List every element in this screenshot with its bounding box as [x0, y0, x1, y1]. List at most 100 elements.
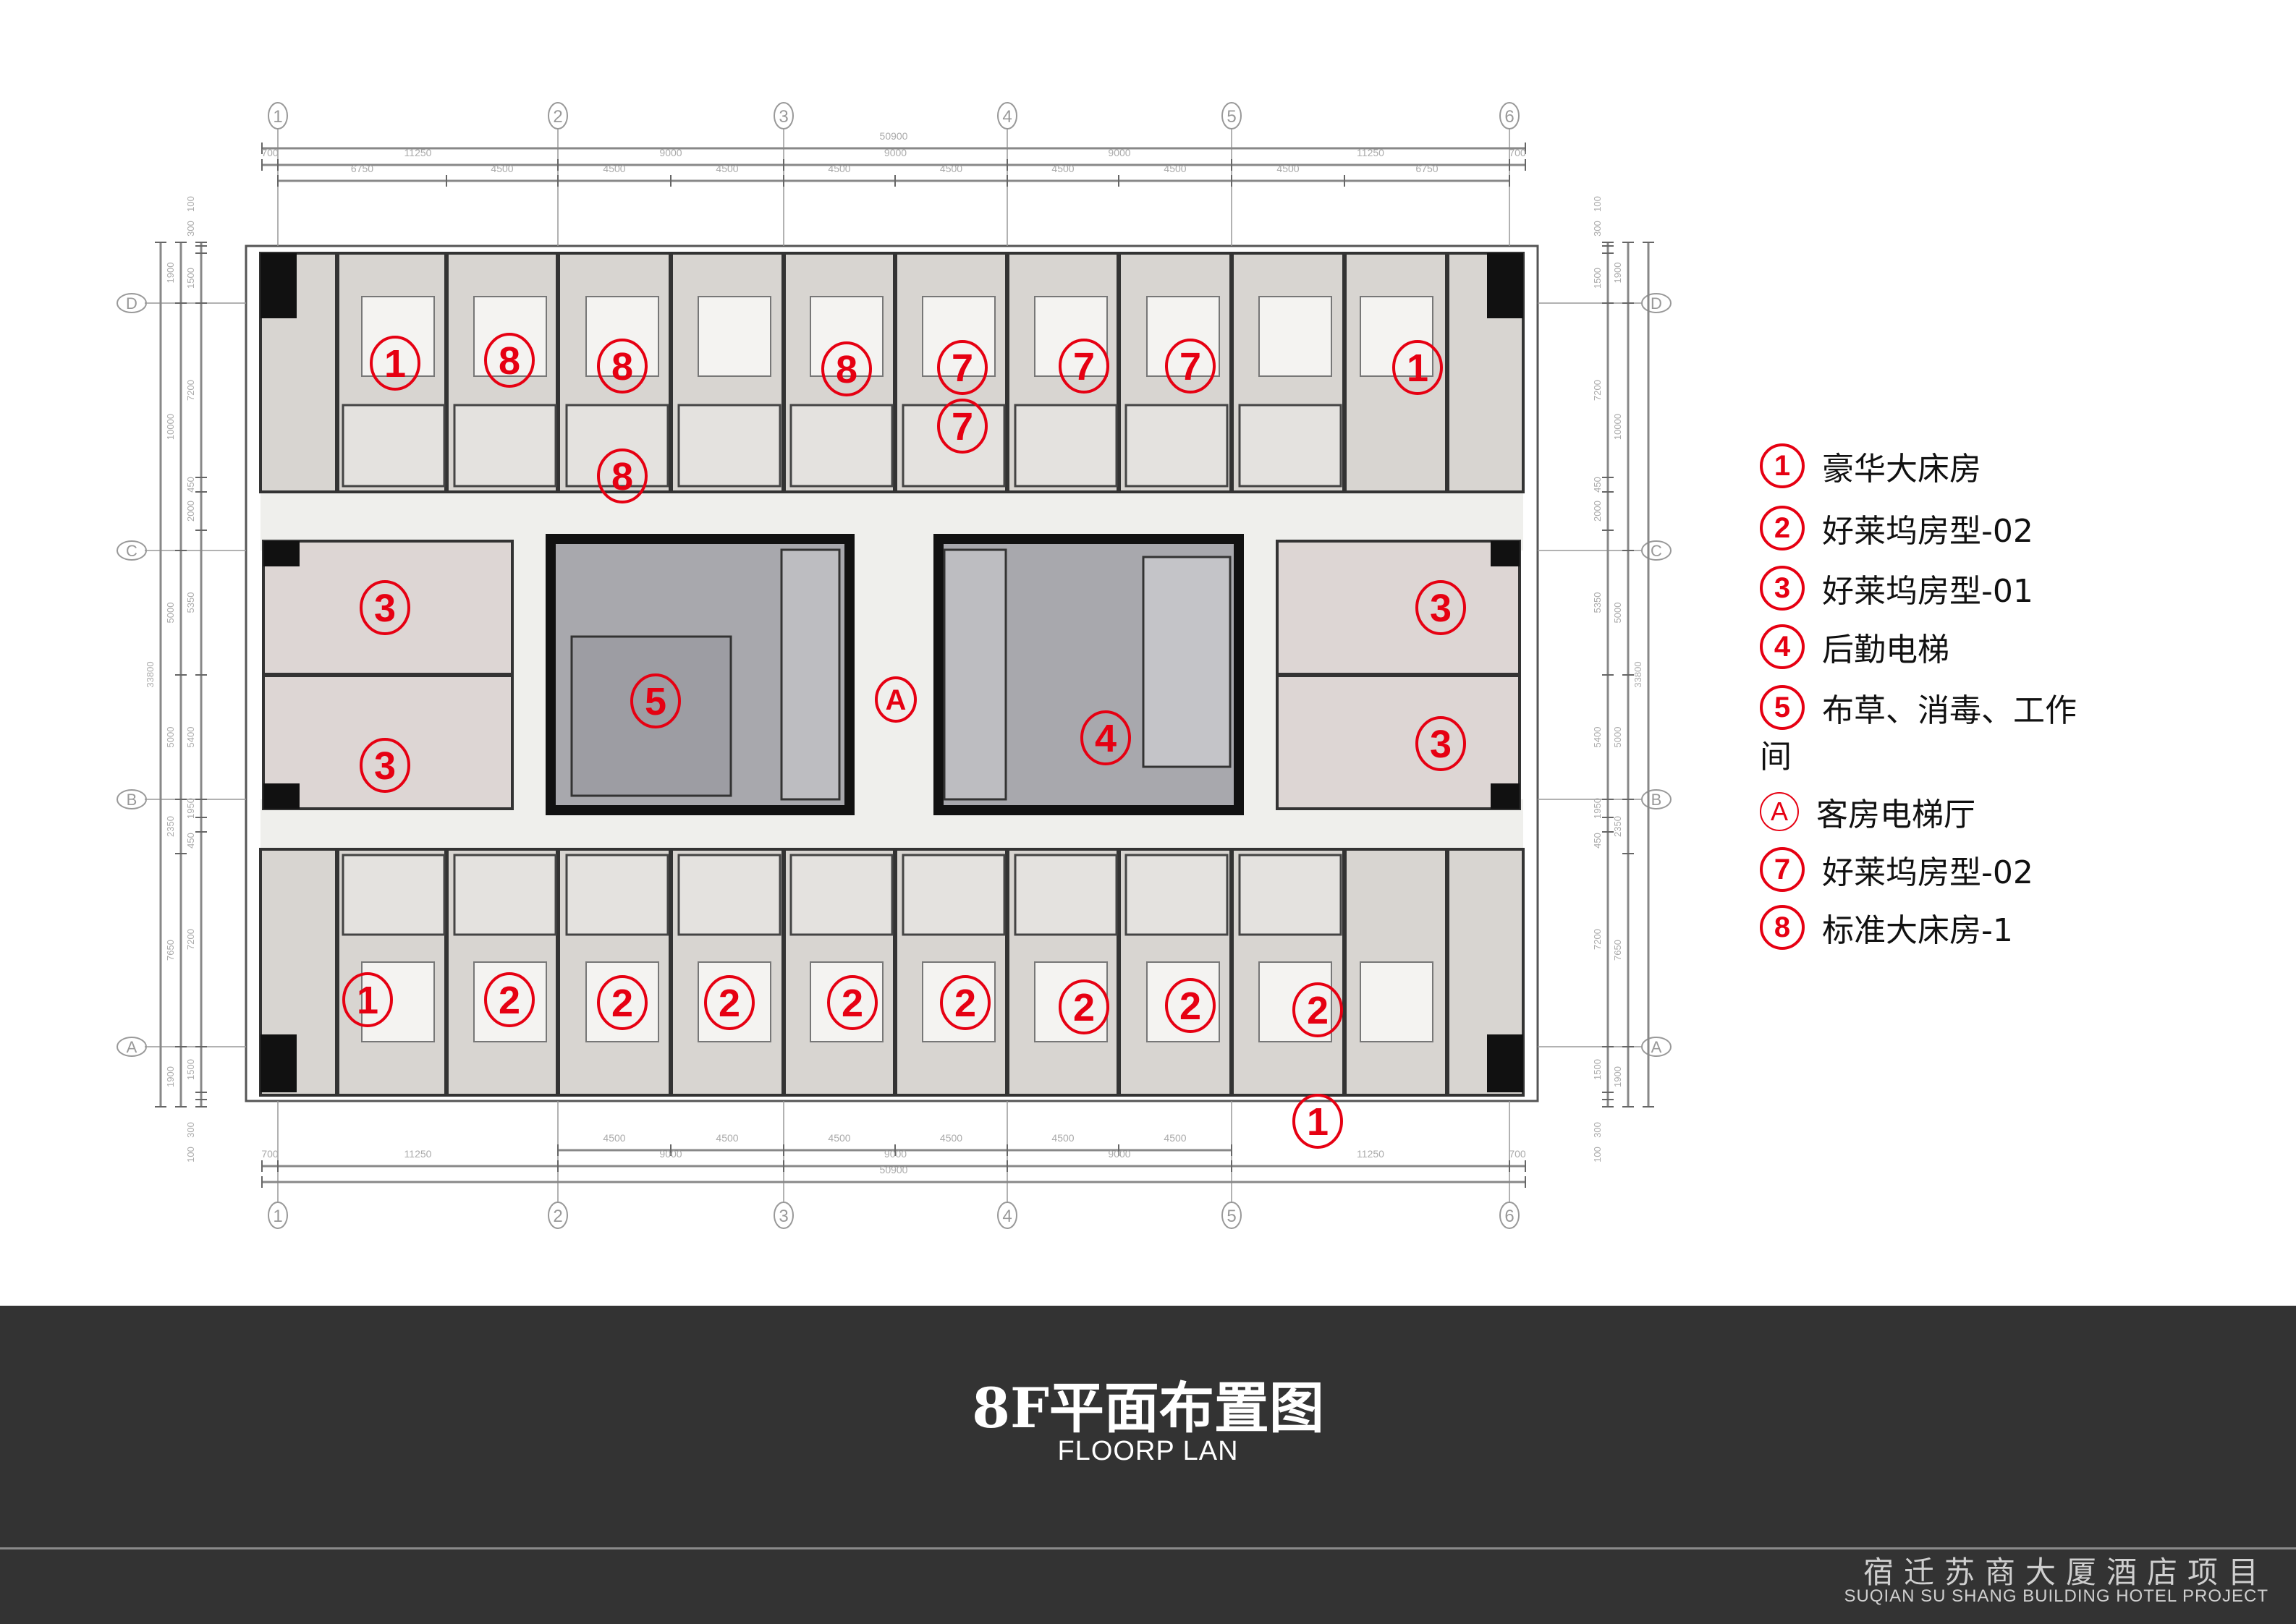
dimension-label: 4500 — [491, 163, 513, 174]
room-marker-5 — [630, 673, 681, 728]
room-marker-2 — [484, 972, 535, 1027]
dimension-label: 1900 — [1612, 1066, 1623, 1087]
grid-label: D — [1651, 294, 1662, 313]
bathroom — [1124, 854, 1229, 936]
grid-label: 3 — [779, 1207, 788, 1226]
room-marker-3 — [360, 738, 410, 793]
project-name-en: SUQIAN SU SHANG BUILDING HOTEL PROJECT — [1844, 1586, 2269, 1606]
dimension-label: 450 — [1592, 477, 1603, 493]
grid-label: B — [1651, 791, 1662, 809]
bathroom — [342, 854, 446, 936]
room-marker-label: 2 — [719, 982, 740, 1025]
grid-label: D — [126, 294, 137, 313]
bed — [1146, 961, 1220, 1042]
bed — [1146, 296, 1220, 377]
grid-bubble — [1221, 1202, 1242, 1229]
room-marker-label: 1 — [357, 979, 378, 1022]
room-marker-label: 2 — [1179, 985, 1201, 1028]
legend-label: 后勤电梯 — [1822, 632, 1949, 668]
room-marker-label: 7 — [952, 347, 973, 390]
bathroom — [342, 404, 446, 488]
legend-badge: A — [1760, 792, 1799, 831]
dimension-label: 9000 — [1108, 1148, 1130, 1160]
room-marker-label: 2 — [499, 979, 520, 1022]
room-marker-label: 1 — [1307, 1100, 1329, 1144]
room-marker-label: 8 — [611, 345, 633, 388]
dimension-label: 2350 — [165, 816, 176, 837]
dimension-label: 700 — [261, 147, 279, 158]
dimension-label: 9000 — [659, 147, 682, 158]
room-marker-7 — [937, 399, 988, 454]
dimension-label: 450 — [1592, 833, 1603, 849]
room-marker-8 — [597, 339, 648, 394]
dimension-label: 4500 — [1051, 1132, 1074, 1144]
room-marker-1 — [342, 972, 393, 1027]
room-marker-4 — [1080, 710, 1131, 765]
bed — [1258, 296, 1332, 377]
legend-item: 4 后勤电梯 — [1760, 624, 1949, 670]
dimension-label: 5400 — [1592, 727, 1603, 748]
bathroom — [565, 854, 669, 936]
dimension-label: 4500 — [828, 1132, 850, 1144]
grid-label: 3 — [779, 107, 788, 127]
bed — [698, 296, 771, 377]
room-marker-label: 2 — [611, 982, 633, 1025]
room-marker-label: 1 — [1407, 347, 1428, 390]
room-marker-label: 7 — [1179, 345, 1201, 388]
room-marker-label: 4 — [1095, 717, 1117, 760]
page-title: 8F平面布置图 — [972, 1376, 1324, 1440]
grid-bubble — [1499, 1202, 1520, 1229]
grid-bubble — [1221, 102, 1242, 129]
legend-item: 间 — [1760, 731, 1792, 777]
dimension-label: 700 — [261, 1148, 279, 1160]
grid-bubble — [774, 1202, 794, 1229]
dimension-label: 7200 — [185, 380, 196, 401]
grid-label: 2 — [553, 107, 562, 127]
dimension-label: 4500 — [1276, 163, 1299, 174]
room-marker-label: 3 — [374, 587, 396, 630]
grid-bubble — [774, 102, 794, 129]
room-marker-label: 3 — [374, 744, 396, 788]
grid-label: 1 — [273, 107, 282, 127]
grid-bubble — [117, 540, 147, 561]
dimension-label: 10000 — [1612, 414, 1623, 440]
dimension-label: 2350 — [1612, 816, 1623, 837]
room-marker-3 — [1415, 580, 1466, 635]
dimension-label: 4500 — [603, 163, 625, 174]
dimension-label: 11250 — [404, 1148, 432, 1160]
dimension-label: 5350 — [1592, 592, 1603, 613]
grid-bubble — [997, 1202, 1017, 1229]
room-marker-1 — [370, 336, 420, 391]
dimension-label: 5000 — [1612, 603, 1623, 624]
dimension-label: 7650 — [165, 940, 176, 961]
room-marker-2 — [1165, 978, 1216, 1033]
dimension-label: 4500 — [1164, 163, 1186, 174]
grid-bubble — [117, 293, 147, 313]
room-marker-label: 3 — [1430, 723, 1452, 766]
room-marker-label: 7 — [952, 405, 973, 448]
dimension-label: 11250 — [1357, 1148, 1384, 1160]
dimension-label: 100 — [185, 196, 196, 212]
dimension-label: 300 — [1592, 221, 1603, 237]
dimension-label: 5000 — [165, 603, 176, 624]
legend-label: 间 — [1760, 739, 1792, 775]
dimension-label: 450 — [185, 477, 196, 493]
room-marker-2 — [1059, 979, 1109, 1034]
room-marker-1 — [1392, 340, 1443, 395]
legend-badge: 4 — [1760, 624, 1805, 669]
bathroom — [1014, 404, 1118, 488]
grid-bubble — [1641, 540, 1672, 561]
bathroom — [677, 854, 781, 936]
legend-badge: 1 — [1760, 443, 1805, 488]
room-marker-label: 8 — [499, 339, 520, 383]
bed — [1034, 296, 1108, 377]
dimension-label: 1500 — [1592, 1059, 1603, 1080]
dimension-label: 450 — [185, 833, 196, 849]
room-marker-label: 2 — [1073, 986, 1095, 1029]
legend-badge: 2 — [1760, 506, 1805, 550]
grid-bubble — [997, 102, 1017, 129]
bathroom — [1124, 404, 1229, 488]
grid-label: C — [126, 542, 137, 560]
room-marker-2 — [827, 975, 878, 1030]
dimension-label: 9000 — [884, 147, 907, 158]
